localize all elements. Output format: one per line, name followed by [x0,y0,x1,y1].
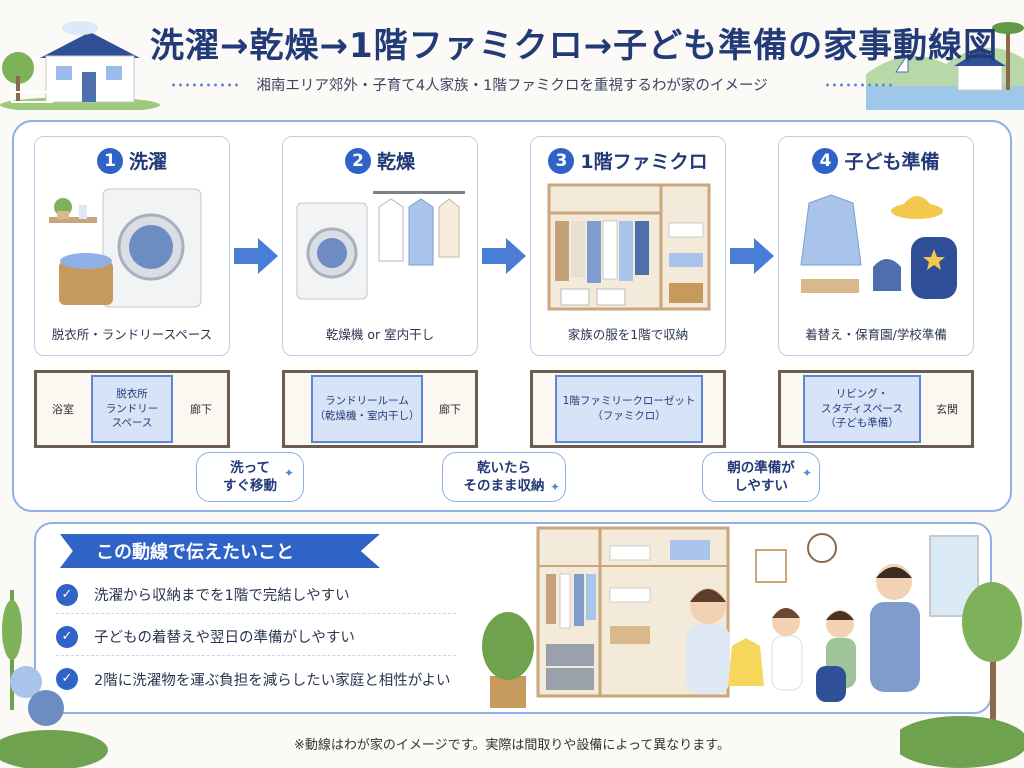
point-text: 2階に洗濯物を運ぶ負担を減らしたい家庭と相性がよい [94,672,451,689]
step-number-badge: 2 [344,148,371,174]
step-caption: 家族の服を1階で収納 [567,327,689,342]
tree-illustration-right [900,582,1024,768]
step-number-badge: 3 [548,148,575,174]
dryer-and-hanger-illustration [296,191,465,300]
room-highlight: 脱衣所 ランドリー スペース [91,375,173,443]
house-illustration-left [0,21,160,110]
family-closet-scene-illustration [482,526,979,708]
step-caption: 乾燥機 or 室内干し [325,327,435,342]
floor-plan-closet: 1階ファミリークローゼット （ファミクロ） [530,370,726,448]
step-title: 1階ファミクロ [580,151,708,173]
sparkle-icon: ✦ [550,480,561,494]
point-text: 子どもの着替えや翌日の準備がしやすい [94,630,355,646]
flow-bubble: 乾いたら そのまま収納 [442,452,566,502]
step-caption: 着替え・保育園/学校準備 [805,327,947,342]
floor-plan-laundry: 浴室 脱衣所 ランドリー スペース 廊下 [34,370,230,448]
arrow-right-icon [482,238,526,274]
arrow-right-icon [730,238,774,274]
step-title: 子ども準備 [844,151,940,173]
check-icon: ✓ [56,583,78,606]
footnote: ※動線はわが家のイメージです。実際は間取りや設備によって異なります。 [294,738,730,753]
room-hallway: 廊下 [439,403,461,416]
page-title: 洗濯→乾燥→1階ファミクロ→子ども準備の家事動線図 [150,26,999,66]
room-hallway: 廊下 [190,403,212,416]
room-highlight: リビング・ スタディスペース （子ども準備） [803,375,921,443]
floor-plan-living: リビング・ スタディスペース （子ども準備） 玄関 [778,370,974,448]
room-highlight: 1階ファミリークローゼット （ファミクロ） [555,375,703,443]
seaside-illustration-right [866,22,1024,110]
point-item: ✓ 洗濯から収納までを1階で完結しやすい [56,576,456,614]
kids-items-illustration [800,194,957,299]
flow-bubble: 洗って すぐ移動 [196,452,304,502]
arrow-right-icon [234,238,278,274]
step-number-badge: 1 [96,148,123,174]
subtitle-dots-left [170,83,240,87]
step-number-badge: 4 [812,148,839,174]
washing-machine-illustration [49,188,202,308]
room-highlight: ランドリールーム （乾燥機・室内干し） [311,375,423,443]
point-item: ✓ 子どもの着替えや翌日の準備がしやすい [56,618,456,656]
subtitle-dots-right [824,83,894,87]
check-icon: ✓ [56,668,78,690]
check-icon: ✓ [56,625,78,648]
step-title: 乾燥 [376,151,415,173]
step-caption: 脱衣所・ランドリースペース [51,327,213,342]
sparkle-icon: ✦ [802,466,813,480]
room-entrance: 玄関 [936,403,958,416]
floor-plan-drying: ランドリールーム （乾燥機・室内干し） 廊下 [282,370,478,448]
room-bath: 浴室 [52,403,74,416]
points-heading-ribbon: この動線で伝えたいこと [60,534,380,568]
flow-bubble: 朝の準備が しやすい [702,452,820,502]
hydrangea-illustration-left [0,590,108,768]
point-item: ✓ 2階に洗濯物を運ぶ負担を減らしたい家庭と相性がよい [56,660,456,698]
closet-illustration [547,183,711,311]
sparkle-icon: ✦ [284,466,295,480]
point-text: 洗濯から収納までを1階で完結しやすい [94,588,350,604]
step-title: 洗濯 [128,151,167,173]
page-subtitle: 湘南エリア郊外・子育て4人家族・1階ファミクロを重視するわが家のイメージ [256,78,768,94]
